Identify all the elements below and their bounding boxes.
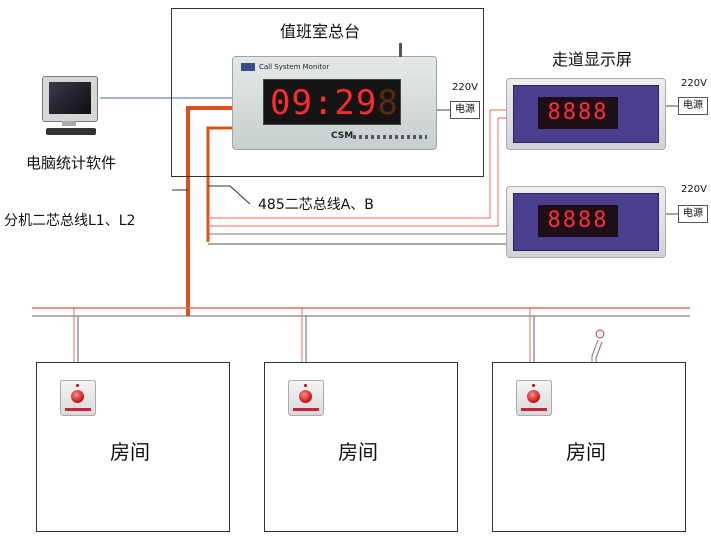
call-button-1[interactable]	[71, 390, 84, 403]
panel-2-tag	[293, 408, 319, 411]
bus-485-label: 485二芯总线A、B	[258, 197, 374, 213]
extension-bus-label: 分机二芯总线L1、L2	[4, 213, 136, 229]
duty-room-label: 值班室总台	[280, 22, 361, 41]
screen-2-voltage: 220V	[681, 184, 707, 195]
panel-2-indicator	[304, 384, 307, 387]
monitor-antenna	[399, 43, 402, 57]
room-3	[492, 362, 686, 532]
corridor-display-label: 走道显示屏	[552, 50, 633, 69]
main-monitor: Call System Monitor 09:298 CSM	[232, 43, 437, 150]
computer-keyboard	[46, 128, 96, 135]
main-power-box: 电源	[450, 101, 480, 119]
extension-bus-thick	[186, 106, 232, 316]
screen-2-power-box: 电源	[678, 205, 708, 223]
screen-2-face: 8888	[513, 193, 659, 251]
label-leader-485	[208, 185, 251, 205]
call-button-3[interactable]	[527, 390, 540, 403]
panel-3-indicator	[532, 384, 535, 387]
computer-icon	[42, 76, 100, 138]
monitor-dots	[353, 135, 427, 139]
screen-2-digits: 8888	[538, 205, 618, 237]
computer-screen	[49, 82, 91, 114]
room-3-label: 房间	[566, 440, 606, 464]
call-button-panel-3[interactable]	[516, 380, 552, 416]
monitor-brand: Call System Monitor	[241, 63, 329, 71]
computer-stand	[62, 121, 76, 126]
pc-software-label: 电脑统计软件	[26, 154, 117, 172]
computer-monitor	[42, 76, 98, 122]
monitor-last-digit: 8	[377, 83, 399, 123]
monitor-brand-text: Call System Monitor	[259, 63, 330, 71]
screen-1-digits: 8888	[538, 97, 618, 129]
bus-485-line-red	[208, 109, 512, 219]
bus-485-line-red-2	[208, 117, 512, 227]
monitor-time: 09:29	[270, 83, 378, 123]
call-button-panel-2[interactable]	[288, 380, 324, 416]
duty-room-box	[171, 8, 484, 177]
corridor-screen-1: 8888	[506, 78, 666, 150]
panel-3-tag	[521, 408, 547, 411]
panel-1-tag	[65, 408, 91, 411]
monitor-logo: CSM	[331, 131, 354, 141]
screen-1-face: 8888	[513, 85, 659, 143]
screen-1-power-box: 电源	[678, 97, 708, 115]
screen-1-voltage: 220V	[681, 78, 707, 89]
monitor-display: 09:298	[263, 79, 401, 125]
room-1-label: 房间	[110, 440, 150, 464]
extension-bus-thick-2	[206, 126, 232, 242]
call-button-2[interactable]	[299, 390, 312, 403]
main-voltage: 220V	[452, 82, 478, 93]
panel-1-indicator	[76, 384, 79, 387]
corridor-screen-2: 8888	[506, 186, 666, 258]
room-2-label: 房间	[338, 440, 378, 464]
monitor-brand-badge	[241, 63, 255, 71]
pull-cord-handle	[595, 329, 605, 339]
call-button-panel-1[interactable]	[60, 380, 96, 416]
